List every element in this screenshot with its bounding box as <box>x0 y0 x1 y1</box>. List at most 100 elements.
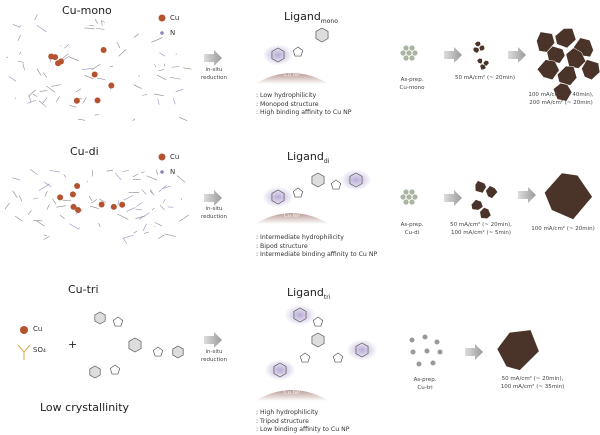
pyridine-ring <box>355 342 369 358</box>
pyridine-ring <box>271 47 285 63</box>
medium-crystal <box>474 180 487 194</box>
cu-mono-structure-bond <box>8 76 17 82</box>
small-crystal <box>476 58 483 65</box>
cu-mono-structure-bond <box>132 118 136 122</box>
pyridine-ring <box>172 345 184 359</box>
row2-ligand-title: Liganddi <box>287 150 330 166</box>
large-crystal <box>544 172 593 220</box>
medium-crystal <box>470 199 484 211</box>
cu-di-structure-bond <box>106 169 113 172</box>
row3-title: Cu-tri <box>68 283 99 296</box>
triazole-ring <box>332 352 344 363</box>
cu-di-structure-bond <box>117 200 120 206</box>
cu-mono-structure-cu-atom <box>100 47 107 54</box>
cu-mono-structure-bond <box>138 75 140 78</box>
cu-di-structure-bond <box>146 175 158 181</box>
as-prep-seed <box>403 45 409 51</box>
process-arrow <box>444 47 462 63</box>
cu-di-structure-bond <box>36 220 45 227</box>
cu-di-structure-bond <box>98 222 101 228</box>
cu-di-structure-bond <box>12 190 18 199</box>
cu-di-structure-bond <box>63 174 66 178</box>
plus-sign: + <box>68 338 78 351</box>
cu-mono-structure-bond <box>101 20 103 26</box>
row1-arrow-label-1: in-situ <box>205 67 223 73</box>
row3-stage1-label: As-prep.Cu-tri <box>413 377 437 391</box>
cu-mono-structure-bond <box>27 99 37 104</box>
cu-di-structure-bond <box>139 212 150 220</box>
row2-np-label: Cu NP <box>283 213 301 219</box>
row1-stage3-label: 100 mA/cm² (~ 40min),200 mA/cm² (~ 20min… <box>528 92 594 106</box>
cu-di-structure-cu-atom <box>57 194 64 201</box>
pyridine-ring <box>293 307 307 323</box>
as-prep-seed <box>406 194 412 200</box>
small-crystal <box>472 46 480 54</box>
pyridine-ring-glow <box>284 304 316 326</box>
row1-stage1-label: As-prep.Cu-mono <box>399 77 425 91</box>
triazole-ring <box>312 316 324 327</box>
cu-mono-structure-bond <box>158 69 165 72</box>
triazole-ring <box>112 316 124 327</box>
cu-mono-structure-bond <box>175 88 184 92</box>
cu-di-structure-bond <box>179 214 190 222</box>
as-prep-seed <box>403 199 409 205</box>
cu-di-structure-cu-atom <box>119 201 126 208</box>
cu-mono-structure-bond <box>17 34 21 41</box>
cu-di-structure-bond <box>141 171 145 174</box>
process-arrow <box>508 47 526 63</box>
cu-mono-structure-bond <box>75 88 82 93</box>
cu-mono-structure-bond <box>39 90 48 92</box>
pyridine-ring-glow <box>340 169 372 191</box>
cu-mono-structure-cu-atom <box>52 54 59 61</box>
cu-di-structure-cu-atom <box>98 201 105 208</box>
row3-legend-cu: Cu <box>33 325 43 333</box>
cu-di-structure-bond <box>135 208 143 211</box>
cu-di-structure-bond <box>144 231 150 234</box>
phenyl-ring <box>311 172 325 188</box>
cu-mono-structure-bond <box>133 33 139 38</box>
cu-mono-structure-cu-atom <box>73 97 80 104</box>
as-prep-seed <box>424 348 430 354</box>
row3-stage2-label: 50 mA/cm² (~ 20min),100 mA/cm² (~ 35min) <box>500 376 565 390</box>
cu-mono-structure-bond <box>94 114 99 116</box>
pyridine-ring-glow <box>262 186 294 208</box>
row2-stage3-label: 100 mA/cm² (~ 20min) <box>531 226 595 232</box>
cu-di-structure-bond <box>19 195 23 202</box>
large-crystal <box>565 47 587 69</box>
cu-di-structure-bond <box>27 210 32 215</box>
as-prep-seed <box>410 349 416 355</box>
cu-di-structure-bond <box>122 169 129 173</box>
cu-np <box>255 390 329 401</box>
cu-di-structure-bond <box>123 195 134 201</box>
triazole-ring <box>152 346 164 357</box>
cu-di-structure-bond <box>90 205 99 209</box>
large-crystal <box>581 59 600 81</box>
cu-di-structure-bond <box>126 207 136 212</box>
cu-di-structure-cu-atom <box>69 191 76 198</box>
row2-legend-cu: Cu <box>170 153 180 161</box>
cu-mono-structure-bond <box>28 95 32 103</box>
as-prep-seed <box>412 194 418 200</box>
cu-mono-structure-bond <box>81 67 93 71</box>
pyridine-ring <box>349 172 363 188</box>
cu-mono-structure-bond <box>36 68 42 76</box>
n-legend-dot <box>160 170 164 174</box>
row1-properties: : Low hydrophilicity: Monopod structure:… <box>256 92 352 116</box>
cu-mono-structure-bond <box>51 84 61 87</box>
cu-di-structure-bond <box>155 169 159 175</box>
cu-mono-structure-bond <box>60 53 69 60</box>
cu-di-structure-bond <box>46 204 50 210</box>
cu-di-structure-bond <box>77 227 80 230</box>
row2-properties: : Intermediate hydrophilicity: Bipod str… <box>256 234 378 258</box>
cu-mono-structure-bond <box>116 42 121 49</box>
as-prep-seed <box>403 55 409 61</box>
cu-di-structure-bond <box>49 169 60 173</box>
cu-di-structure-bond <box>43 236 50 240</box>
cu-mono-structure-cu-atom <box>91 71 98 78</box>
row1-ligand-title: Ligandmono <box>284 10 338 26</box>
cu-mono-structure-bond <box>12 24 21 28</box>
large-crystal <box>552 82 573 102</box>
as-prep-seed <box>437 349 443 355</box>
cu-mono-structure-bond <box>153 93 164 97</box>
